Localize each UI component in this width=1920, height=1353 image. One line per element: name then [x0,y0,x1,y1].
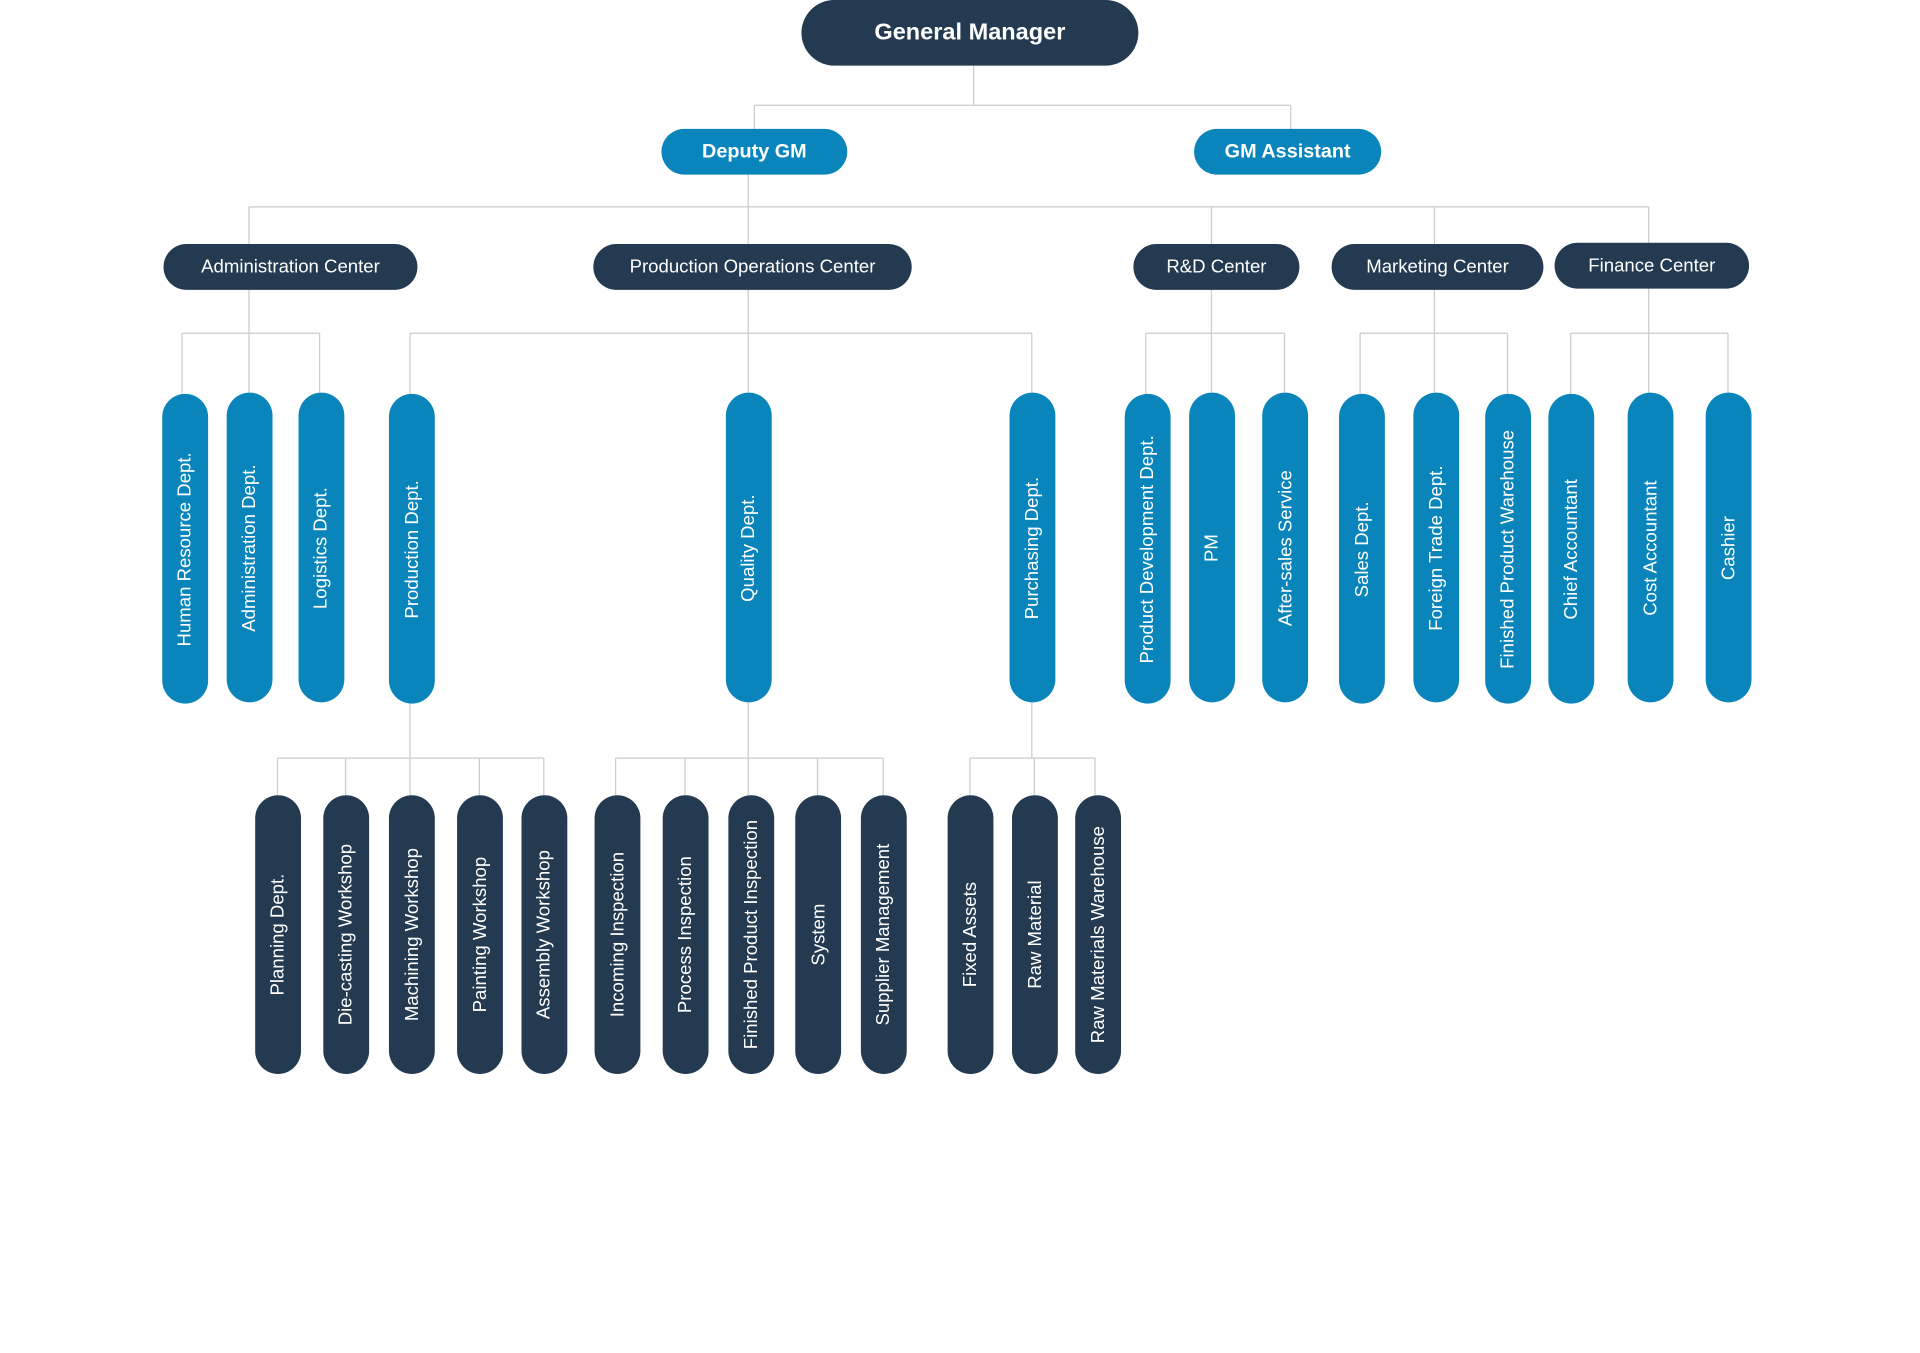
dept-production-label: Production Dept. [401,479,423,618]
unit-painting: Painting Workshop [457,795,503,1074]
unit-process-inspection-label: Process Inspection [675,856,697,1014]
unit-planning: Planning Dept. [255,795,302,1074]
unit-die-casting: Die-casting Workshop [323,795,370,1074]
dept-quality: Quality Dept. [725,392,772,703]
dept-foreign-trade: Foreign Trade Dept. [1413,392,1460,703]
dept-finished-product-warehouse-label: Finished Product Warehouse [1497,429,1519,669]
dept-pm: PM [1189,392,1235,703]
dept-cashier: Cashier [1705,392,1752,703]
dept-sales: Sales Dept. [1339,393,1385,704]
unit-finished-product-inspection-label: Finished Product Inspection [740,819,762,1050]
administration-center-label: Administration Center [201,256,380,278]
unit-system: System [795,795,842,1074]
deputy-gm-node: Deputy GM [661,128,848,175]
unit-raw-material-label: Raw Material [1024,880,1046,989]
unit-supplier-management: Supplier Management [860,795,907,1074]
dept-foreign-trade-label: Foreign Trade Dept. [1425,464,1447,631]
unit-system-label: System [807,903,829,966]
gm-assistant-node: GM Assistant [1194,128,1382,175]
dept-administration: Administration Dept. [226,392,273,703]
administration-center-node: Administration Center [163,244,418,290]
gm-assistant-label: GM Assistant [1224,140,1351,162]
general-manager-label: General Manager [874,19,1066,46]
unit-die-casting-label: Die-casting Workshop [335,843,357,1026]
dept-human-resource-label: Human Resource Dept. [174,451,196,646]
dept-pm-label: PM [1201,533,1223,562]
dept-logistics: Logistics Dept. [298,392,345,703]
dept-production: Production Dept. [388,393,435,704]
dept-product-development-label: Product Development Dept. [1137,434,1159,663]
marketing-center-label: Marketing Center [1366,256,1509,278]
marketing-center-node: Marketing Center [1331,244,1544,290]
unit-machining: Machining Workshop [388,795,435,1074]
dept-quality-label: Quality Dept. [738,493,760,602]
rnd-center-node: R&D Center [1133,244,1300,290]
unit-machining-label: Machining Workshop [401,848,423,1022]
dept-cost-accountant-label: Cost Accountant [1640,479,1662,616]
production-operations-center-label: Production Operations Center [629,256,876,278]
dept-chief-accountant-label: Chief Accountant [1560,478,1582,619]
dept-purchasing: Purchasing Dept. [1009,392,1056,703]
dept-administration-label: Administration Dept. [239,463,261,632]
dept-human-resource: Human Resource Dept. [162,393,209,704]
finance-center-label: Finance Center [1588,255,1716,277]
unit-finished-product-inspection: Finished Product Inspection [728,795,775,1074]
unit-supplier-management-label: Supplier Management [873,843,895,1026]
dept-finished-product-warehouse: Finished Product Warehouse [1485,393,1532,704]
dept-chief-accountant: Chief Accountant [1548,393,1595,704]
dept-logistics-label: Logistics Dept. [310,486,332,609]
dept-sales-label: Sales Dept. [1351,500,1373,597]
unit-fixed-assets: Fixed Assets [947,795,994,1074]
unit-raw-materials-warehouse: Raw Materials Warehouse [1075,795,1122,1074]
production-operations-center-node: Production Operations Center [593,244,912,290]
unit-painting-label: Painting Workshop [469,856,491,1013]
dept-cashier-label: Cashier [1718,515,1740,580]
unit-incoming-inspection: Incoming Inspection [594,795,641,1074]
general-manager-node: General Manager [801,0,1139,66]
rnd-center-label: R&D Center [1166,256,1267,278]
dept-after-sales: After-sales Service [1262,392,1309,703]
dept-after-sales-label: After-sales Service [1274,469,1296,626]
unit-fixed-assets-label: Fixed Assets [960,881,982,988]
dept-purchasing-label: Purchasing Dept. [1021,476,1043,619]
dept-cost-accountant: Cost Accountant [1627,392,1674,703]
unit-assembly: Assembly Workshop [521,795,568,1074]
deputy-gm-label: Deputy GM [702,140,807,162]
unit-raw-material: Raw Material [1012,795,1058,1074]
unit-incoming-inspection-label: Incoming Inspection [606,851,629,1018]
finance-center-node: Finance Center [1554,242,1750,289]
unit-process-inspection: Process Inspection [662,795,709,1074]
unit-assembly-label: Assembly Workshop [533,850,555,1020]
dept-product-development: Product Development Dept. [1124,393,1171,704]
unit-raw-materials-warehouse-label: Raw Materials Warehouse [1087,826,1109,1044]
connector-lines [181,65,1729,796]
unit-planning-label: Planning Dept. [267,873,289,996]
